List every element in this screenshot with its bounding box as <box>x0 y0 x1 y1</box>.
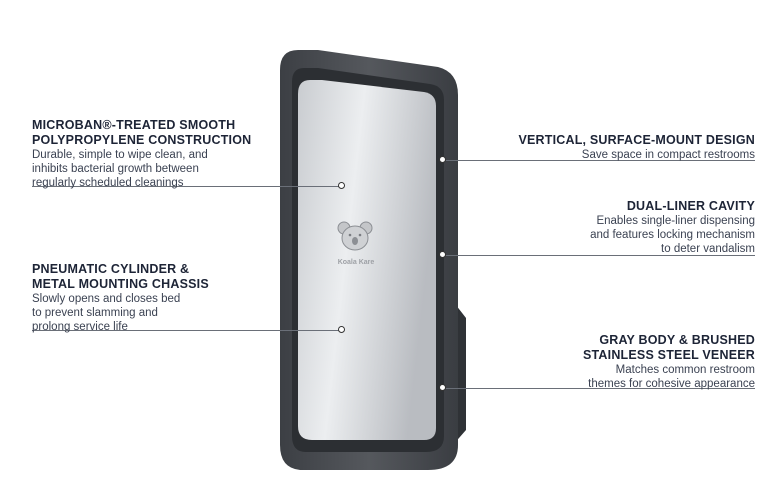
callout-title: POLYPROPYLENE CONSTRUCTION <box>32 133 252 147</box>
callout-description: regularly scheduled cleanings <box>32 177 184 189</box>
callout-description: and features locking mechanism <box>590 229 755 241</box>
callout-title: PNEUMATIC CYLINDER & <box>32 262 190 276</box>
callout-title: VERTICAL, SURFACE-MOUNT DESIGN <box>518 133 755 147</box>
callout-dot-dual-liner <box>439 251 446 258</box>
callout-title: STAINLESS STEEL VENEER <box>582 348 755 362</box>
callout-description: Matches common restroom <box>615 364 755 376</box>
callout-description: prolong service life <box>32 321 128 333</box>
leader-line-gray-body <box>446 388 755 389</box>
leader-line-vertical <box>446 160 755 161</box>
callout-description: themes for cohesive appearance <box>588 378 755 390</box>
leader-line-dual-liner <box>446 255 755 256</box>
callout-vertical: VERTICAL, SURFACE-MOUNT DESIGN Save spac… <box>518 133 755 162</box>
callout-description: Enables single-liner dispensing <box>596 215 755 227</box>
callout-title: METAL MOUNTING CHASSIS <box>32 277 209 291</box>
callout-title: GRAY BODY & BRUSHED <box>599 333 755 347</box>
callout-title: MICROBAN®-TREATED SMOOTH <box>32 118 236 132</box>
callout-description: Durable, simple to wipe clean, and <box>32 149 208 161</box>
callout-description: Save space in compact restrooms <box>581 149 755 161</box>
callout-dot-gray-body <box>439 384 446 391</box>
callout-dot-vertical <box>439 156 446 163</box>
leader-line-microban <box>32 186 340 187</box>
callout-description: to prevent slamming and <box>32 307 158 319</box>
callout-microban: MICROBAN®-TREATED SMOOTH POLYPROPYLENE C… <box>32 118 251 190</box>
callout-description: inhibits bacterial growth between <box>32 163 199 175</box>
leader-line-pneumatic <box>32 330 340 331</box>
callout-dual-liner: DUAL-LINER CAVITY Enables single-liner d… <box>590 199 755 256</box>
callout-dot-pneumatic <box>338 326 345 333</box>
callout-description: Slowly opens and closes bed <box>32 293 181 305</box>
callout-pneumatic: PNEUMATIC CYLINDER & METAL MOUNTING CHAS… <box>32 262 209 334</box>
callout-dot-microban <box>338 182 345 189</box>
logo-text: Koala Kare <box>338 259 375 266</box>
callout-gray-body: GRAY BODY & BRUSHED STAINLESS STEEL VENE… <box>583 333 755 391</box>
callout-description: to deter vandalism <box>661 243 755 255</box>
callout-title: DUAL-LINER CAVITY <box>626 199 755 213</box>
stainless-steel-veneer <box>298 80 436 440</box>
koala-logo-icon <box>337 221 373 251</box>
